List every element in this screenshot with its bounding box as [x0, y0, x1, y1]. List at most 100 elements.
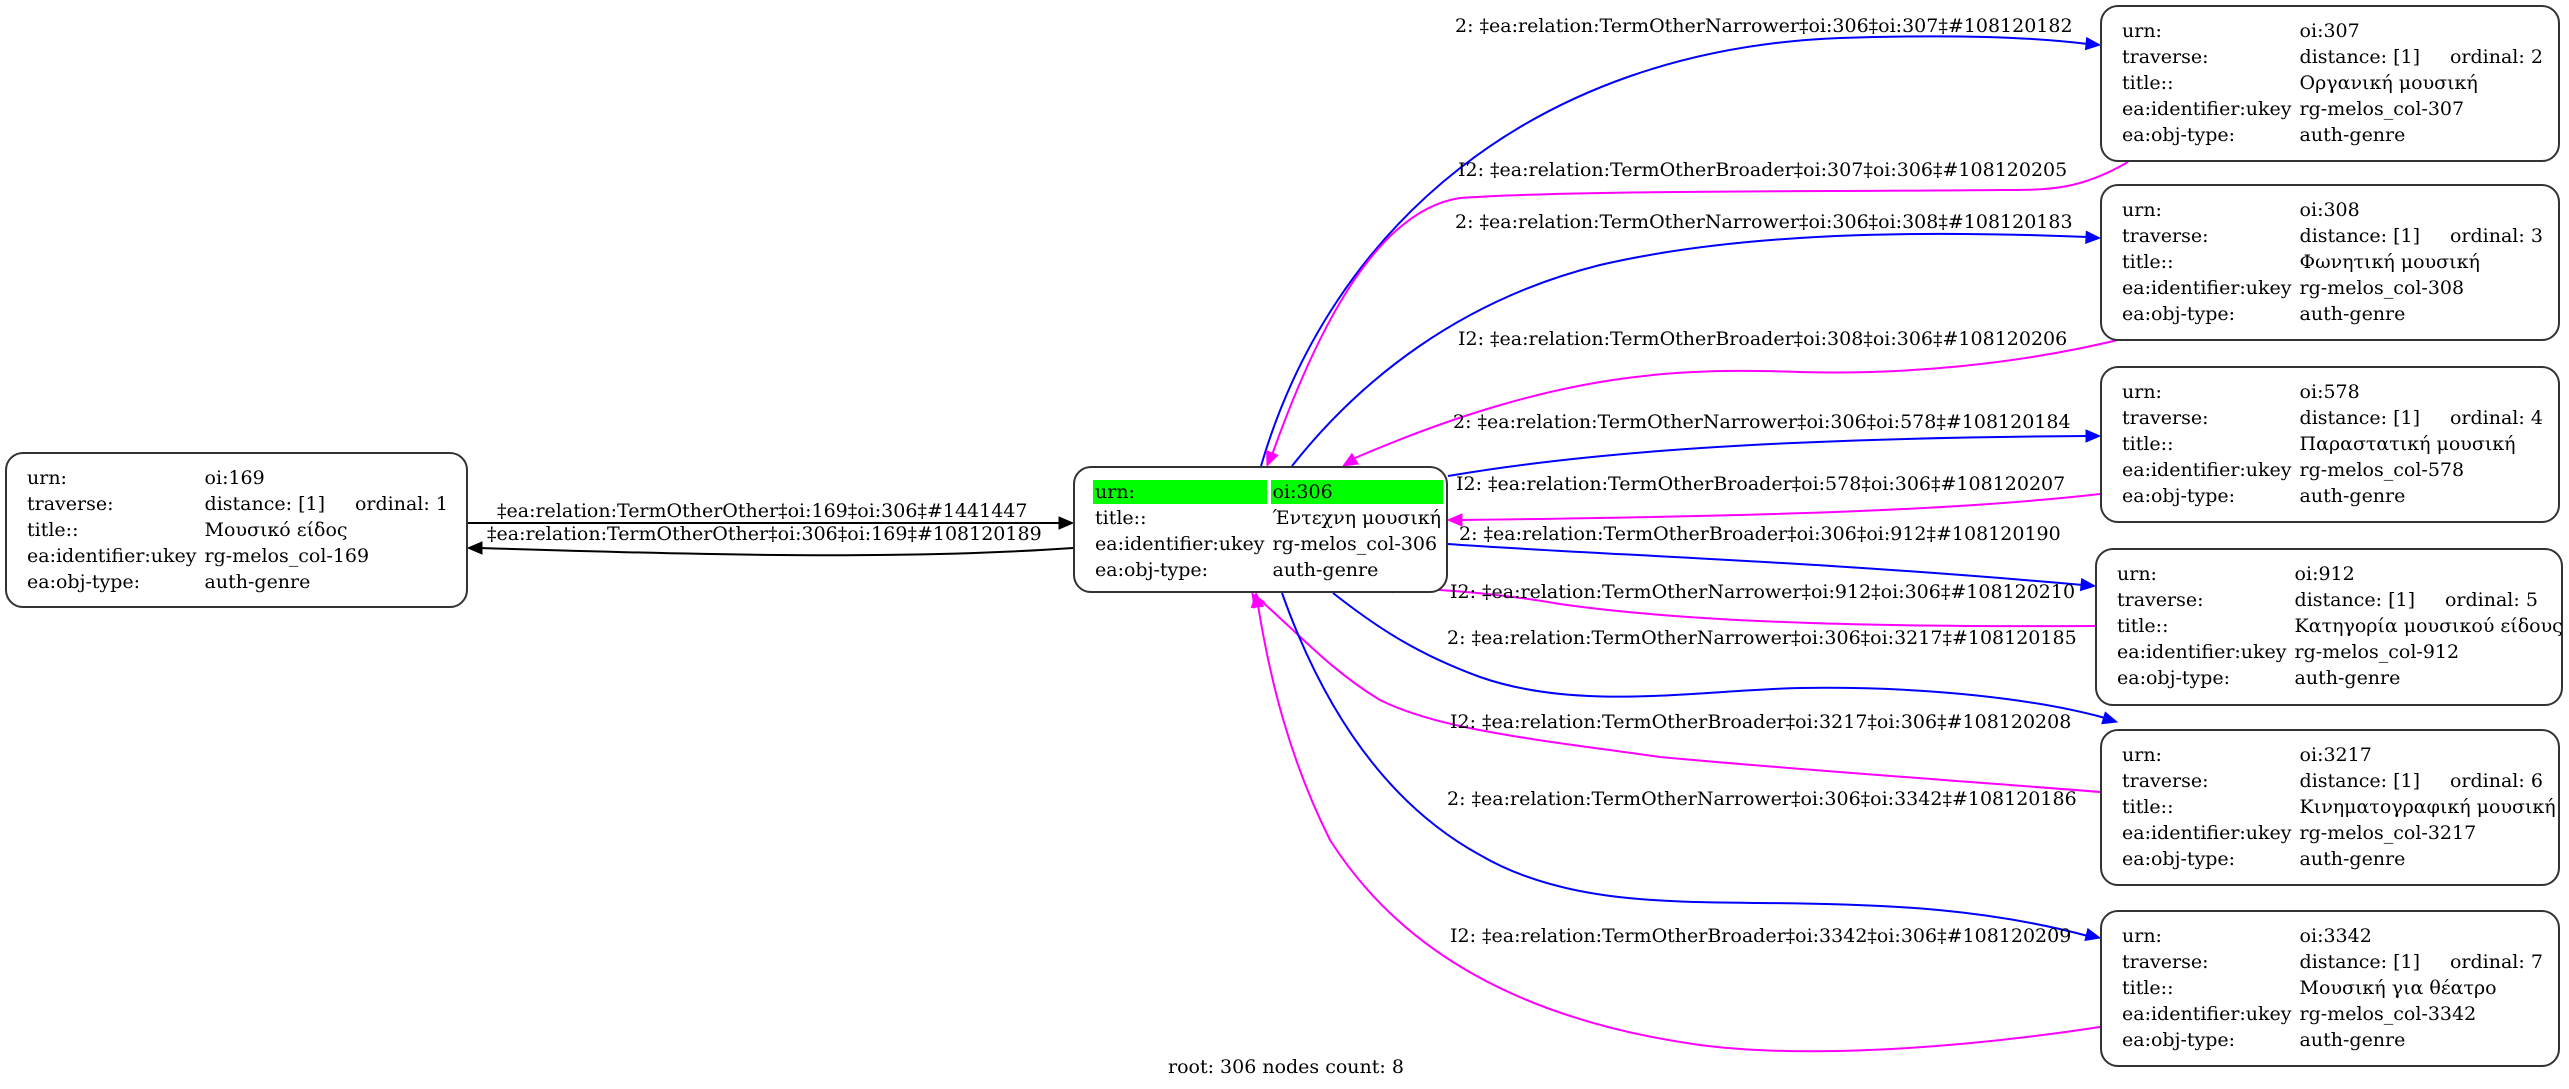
arrowhead-icon	[1250, 591, 1265, 609]
distance-value: distance: [1]	[204, 493, 325, 515]
title-value: Παραστατική μουσική	[2299, 433, 2516, 455]
distance-value: distance: [1]	[2299, 225, 2420, 247]
arrowhead-icon	[466, 541, 483, 555]
ordinal-value: ordinal: 1	[354, 493, 448, 515]
node-oi-912[interactable]: urn: oi:912 traverse: distance: [1] ordinal…	[2095, 548, 2563, 706]
ukey-label: ea:identifier:ukey	[27, 545, 197, 567]
graph-caption: root: 306 nodes count: 8	[1168, 1056, 1404, 1078]
edge-label: 2: ‡ea:relation:TermOtherNarrower‡oi:306…	[1447, 627, 2077, 649]
urn-label: urn:	[1093, 480, 1267, 504]
type-value: auth-genre	[1272, 559, 1379, 581]
node-oi-308[interactable]: urn:oi:308 traverse:distance: [1]ordinal…	[2100, 184, 2560, 341]
urn-value: oi:169	[204, 467, 265, 489]
ukey-value: rg-melos_col-578	[2299, 459, 2465, 481]
row-urn: urn: oi:578	[2120, 380, 2545, 404]
arrowhead-icon	[1266, 450, 1279, 468]
node-oi-3342[interactable]: urn:oi:3342 traverse:distance: [1]ordina…	[2100, 910, 2560, 1067]
edge-label: I2: ‡ea:relation:TermOtherBroader‡oi:307…	[1458, 159, 2068, 181]
node-oi-3217[interactable]: urn:oi:3217 traverse:distance: [1]ordina…	[2100, 729, 2560, 886]
distance-value: distance: [1]	[2299, 770, 2420, 792]
urn-label: urn:	[2122, 381, 2162, 403]
type-value: auth-genre	[2299, 124, 2406, 146]
title-label: title::	[2122, 433, 2174, 455]
row-title: title::Κατηγορία μουσικού είδους	[2115, 614, 2565, 638]
urn-label: urn:	[2122, 20, 2162, 42]
type-label: ea:obj-type:	[2122, 848, 2236, 870]
edge-label: I2: ‡ea:relation:TermOtherNarrower‡oi:91…	[1450, 581, 2076, 603]
row-title: title::Μουσικό είδος	[25, 518, 450, 542]
urn-value: oi:3342	[2299, 925, 2372, 947]
traverse-label: traverse:	[2122, 407, 2209, 429]
arrowhead-icon	[2079, 577, 2097, 592]
node-oi-169[interactable]: urn:oi:169 traverse:distance: [1]ordinal…	[5, 452, 468, 608]
row-urn: urn:oi:3217	[2120, 743, 2558, 767]
urn-label: urn:	[2122, 925, 2162, 947]
title-label: title::	[2117, 615, 2169, 637]
title-value: Φωνητική μουσική	[2299, 251, 2480, 273]
edge-other-306-to-169	[479, 547, 1074, 557]
row-type: ea:obj-type:auth-genre	[2120, 484, 2545, 508]
row-type: ea:obj-type:auth-genre	[2120, 123, 2545, 147]
row-title: title::Φωνητική μουσική	[2120, 250, 2545, 274]
edge-broader-3342-to-306	[1257, 604, 2101, 1053]
title-label: title::	[2122, 977, 2174, 999]
ukey-label: ea:identifier:ukey	[1095, 533, 1265, 555]
node-oi-306-root[interactable]: urn:oi:306 title::Έντεχνη μουσική ea:ide…	[1073, 466, 1448, 593]
edge-narrower-306-to-912	[1447, 543, 2084, 586]
urn-value: oi:912	[2294, 563, 2355, 585]
row-urn: urn: oi:912	[2115, 562, 2565, 586]
type-value: auth-genre	[2299, 1029, 2406, 1051]
traverse-label: traverse:	[2117, 589, 2204, 611]
row-title: title::Μουσική για θέατρο	[2120, 976, 2545, 1000]
edge-broader-912-to-306	[1391, 585, 2096, 628]
arrowhead-icon	[2084, 36, 2102, 51]
title-label: title::	[2122, 796, 2174, 818]
urn-value: oi:306	[1270, 480, 1444, 504]
traverse-label: traverse:	[2122, 225, 2209, 247]
node-oi-307[interactable]: urn:oi:307 traverse:distance: [1]ordinal…	[2100, 5, 2560, 162]
ordinal-value: ordinal: 5	[2444, 589, 2538, 611]
row-ukey: ea:identifier:ukey rg-melos_col-578	[2120, 458, 2545, 482]
urn-value: oi:578	[2299, 381, 2360, 403]
row-urn: urn:oi:169	[25, 466, 450, 490]
node-table: urn:oi:578 traverse:distance: [1]ordinal…	[2116, 378, 2549, 510]
row-urn: urn:oi:308	[2120, 198, 2545, 222]
arrowhead-icon	[2101, 711, 2119, 725]
ukey-value: rg-melos_col-3217	[2299, 822, 2477, 844]
traverse-label: traverse:	[2122, 46, 2209, 68]
node-table: urn:oi:308 traverse:distance: [1]ordinal…	[2116, 196, 2549, 328]
edge-label: 2: ‡ea:relation:TermOtherBroader‡oi:306‡…	[1459, 523, 2061, 545]
ukey-label: ea:identifier:ukey	[2122, 98, 2292, 120]
row-title: title::Κινηματογραφική μουσική	[2120, 795, 2558, 819]
edge-narrower-306-to-578	[1447, 435, 2089, 477]
distance-value: distance: [1]	[2299, 46, 2420, 68]
urn-label: urn:	[2122, 199, 2162, 221]
arrowhead-icon	[2084, 927, 2102, 942]
row-title: title::Οργανική μουσική	[2120, 71, 2545, 95]
type-value: auth-genre	[2294, 667, 2401, 689]
row-type: ea:obj-type:auth-genre	[1093, 558, 1443, 582]
type-value: auth-genre	[204, 571, 311, 593]
arrowhead-icon	[1446, 513, 1463, 527]
title-value: Μουσική για θέατρο	[2299, 977, 2497, 999]
urn-label: urn:	[2117, 563, 2157, 585]
type-label: ea:obj-type:	[2122, 1029, 2236, 1051]
edge-broader-308-to-306	[1354, 336, 2131, 459]
node-oi-578[interactable]: urn:oi:578 traverse:distance: [1]ordinal…	[2100, 366, 2560, 523]
type-label: ea:obj-type:	[2117, 667, 2231, 689]
distance-value: distance: [1]	[2294, 589, 2415, 611]
title-label: title::	[2122, 251, 2174, 273]
ukey-label: ea:identifier:ukey	[2122, 459, 2292, 481]
node-table: urn:oi:306 title::Έντεχνη μουσική ea:ide…	[1089, 478, 1447, 584]
type-label: ea:obj-type:	[2122, 303, 2236, 325]
row-traverse: traverse: distance: [1] ordinal: 5	[2115, 588, 2565, 612]
arrowhead-icon	[1058, 516, 1075, 530]
type-value: auth-genre	[2299, 848, 2406, 870]
